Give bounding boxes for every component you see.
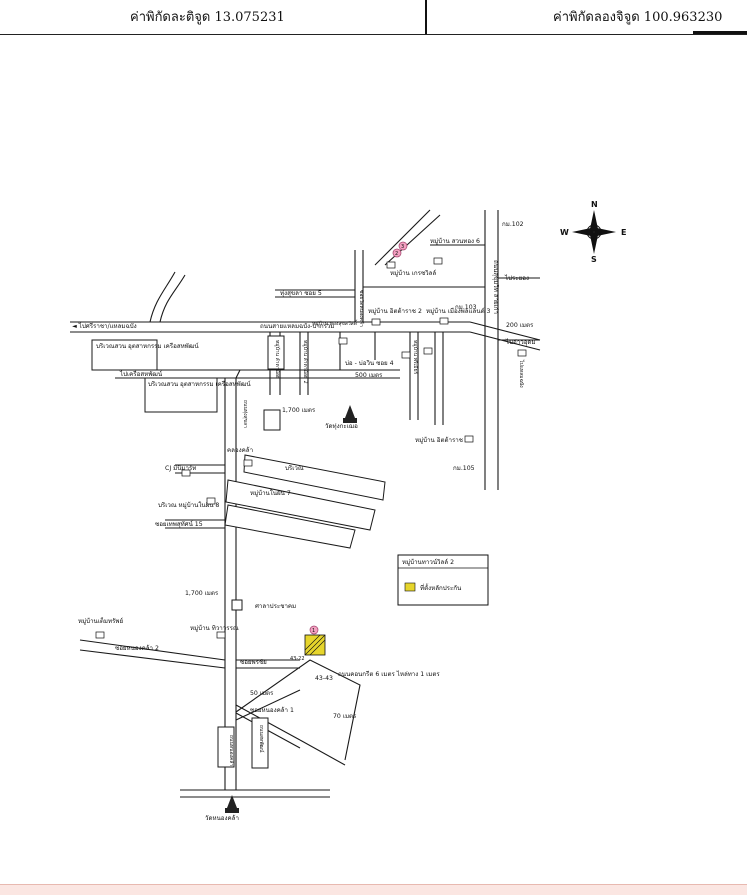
- label-dist-1700-b: 1,700 เมตร: [185, 590, 219, 597]
- label-to-laem-chabang: ◄ ไปศรีราชา/แหลมฉบัง: [72, 322, 137, 330]
- marker-3: 3: [401, 244, 404, 250]
- legend-item: ที่ตั้งหลักประกัน: [420, 583, 462, 592]
- compass-s: S: [591, 255, 597, 264]
- label-concrete-road: ถนนคอนกรีต 6 เมตร ไหล่ทาง 1 เมตร: [338, 670, 440, 678]
- label-temple-nongkhla: วัดหนองคล้า: [205, 814, 239, 822]
- label-dist-200: 200 เมตร: [506, 322, 534, 329]
- coordinate-header: ค่าพิกัดละติจูด 13.075231 ค่าพิกัดลองจิจ…: [0, 0, 747, 35]
- label-dist-50: 50 เมตร: [250, 690, 274, 697]
- label-lot-4343: 43-43: [315, 675, 333, 682]
- label-termsap: หมู่บ้านเต็มทรัพย์: [78, 616, 123, 625]
- label-klong-khla: คลองคล้า: [227, 446, 253, 454]
- label-cj-market: CJ มินิมาร์ท: [165, 464, 196, 472]
- label-thirawan: หมู่บ้าน ทิวาวรรณ: [190, 624, 239, 632]
- label-ittarat-right: หมู่บ้าน อิตต้าราช: [415, 436, 463, 444]
- label-sala: ศาลาประชาคม: [255, 603, 296, 610]
- label-to-rayong: ไประยอง: [504, 274, 529, 282]
- label-industrial-2: บริเวณสวน อุตสาหกรรม เครือสหพัฒน์: [148, 380, 251, 388]
- map-blocks: [91, 335, 386, 769]
- label-dist-70: 70 เมตร: [333, 713, 357, 720]
- label-dist-500: 500 เมตร: [355, 372, 383, 379]
- compass-w: W: [560, 228, 569, 237]
- label-saha-road: ถนนสหพัฒน์: [258, 725, 265, 753]
- map-labels: กม.102 กม.103 กม.105 ไประยอง ไปอ่าวอุดม …: [72, 221, 536, 822]
- label-thungsuk-road: ถนนทุ่งสุขลา: [242, 400, 248, 428]
- label-suan-thong: หมู่บ้าน สวนทอง 6: [430, 237, 480, 245]
- compass-e: E: [621, 228, 626, 237]
- marker-1: 1: [312, 628, 315, 634]
- label-sukhumvit: ถนนสุขุมวิท สายเก่า: [492, 260, 499, 314]
- label-lamtanoi-1: หมู่บ้าน ลำตาน้อย: [274, 340, 281, 379]
- compass-rose: N S E W: [560, 200, 626, 264]
- page-footer-bar: [0, 884, 747, 895]
- compass-n: N: [591, 200, 598, 209]
- label-soi-nongkhla-2: ซอยหนองคล้า 2: [115, 644, 159, 652]
- header-divider: [425, 0, 427, 34]
- label-muang-phon: หมู่บ้าน เมืองพลแลนด์ 3: [426, 307, 491, 315]
- label-soi-naisen: ซอยเทพสุทัศน์ 15: [155, 520, 203, 528]
- rotated-labels: ถนนสุขุมวิท สายเก่า ซอยวัดหนองคล้า หมู่บ…: [228, 260, 525, 766]
- label-lamtanoi-2: หมู่บ้าน ลำตาน้อย 2: [302, 340, 309, 384]
- label-km102: กม.102: [502, 221, 524, 228]
- label-to-ao-udom: ไปอ่าวอุดม: [505, 338, 536, 346]
- legend-title: หมู่บ้านทาวน์วิลล์ 2: [402, 558, 454, 566]
- label-soi-narok: ถนนหนองคล้า: [228, 735, 235, 766]
- label-area: บริเวณ: [285, 465, 304, 472]
- label-naisen-8: บริเวณ หมู่บ้านในฝัน 8: [158, 501, 219, 509]
- marker-2: 2: [395, 251, 398, 257]
- label-to-saha: ไปเครือสหพัฒน์: [119, 370, 163, 378]
- label-lot-4322: 43-22: [290, 656, 305, 662]
- label-thongsuksawat: หมู่บ้าน ทองสุขสวัสดิ์: [312, 319, 358, 327]
- header-underline: [693, 31, 747, 34]
- subject-property: 1: [304, 625, 326, 656]
- label-to-chabang-park: ไปแหลมฉบัง: [518, 359, 525, 388]
- temple-icon: [225, 405, 357, 813]
- legend: หมู่บ้านทาวน์วิลล์ 2 ที่ตั้งหลักประกัน: [397, 554, 489, 606]
- label-main-road: ถนนสายแหลมฉบัง-ปากร่วม: [260, 323, 334, 330]
- label-thungsukla-5: ทุ่งสุขลา ซอย 5: [280, 290, 322, 297]
- village-icon: [95, 257, 527, 639]
- longitude-label: ค่าพิกัดลองจิจูด 100.963230: [553, 10, 723, 25]
- label-vertical-soi: ซอยวัดหนองคล้า: [358, 290, 365, 327]
- roads: [70, 209, 541, 798]
- label-temple-tungsuk: วัดทุ่งกะเฌอ: [325, 423, 358, 430]
- label-km105: กม.105: [453, 465, 475, 472]
- label-ittarat-2: หมู่บ้าน อิตต้าราช 2: [368, 307, 422, 315]
- label-moo-right-side: หมู่บ้าน พรีเมียร์: [412, 340, 419, 374]
- label-km103: กม.103: [455, 304, 477, 311]
- label-industrial-1: บริเวณสวน อุตสาหกรรม เครือสหพัฒน์: [96, 342, 199, 350]
- label-dist-1700-a: 1,700 เมตร: [282, 407, 316, 414]
- label-grace-ville: หมู่บ้าน เกรซวิลล์: [390, 269, 436, 277]
- label-soi-phonchai: ซอยพรชัย: [240, 659, 267, 666]
- label-soi-nongkhla-1: ซอยหนองคล้า 1: [250, 706, 294, 714]
- label-naisen-7: หมู่บ้านในฝัน 7: [250, 489, 291, 497]
- latitude-label: ค่าพิกัดละติจูด 13.075231: [130, 10, 285, 25]
- label-bo-win: บ่อ - บ่อวิน ซอย 4: [345, 360, 394, 367]
